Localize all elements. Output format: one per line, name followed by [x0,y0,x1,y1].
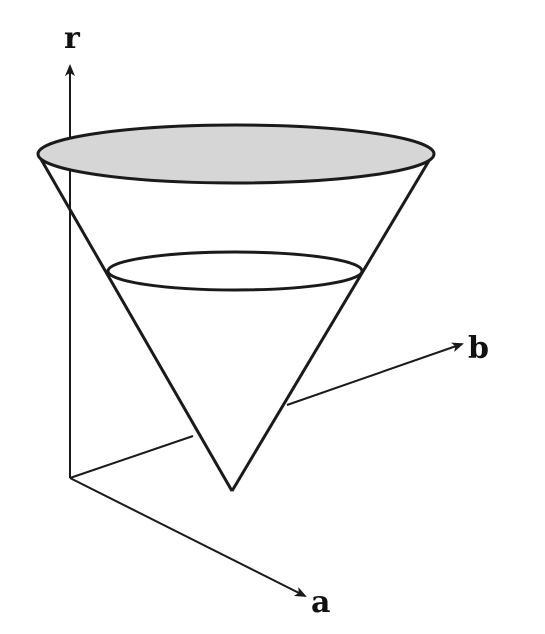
a-axis-label: a [311,585,330,620]
r-axis-label: r [64,21,81,56]
middle-cross-section [106,250,364,292]
b-axis-line-left [69,435,194,479]
b-axis-line-right [286,342,464,406]
cone-right-edge [230,153,435,492]
top-disc [36,123,436,185]
b-axis-label: b [468,331,489,366]
a-axis-line [69,477,307,597]
cone-left-edge [36,153,234,492]
